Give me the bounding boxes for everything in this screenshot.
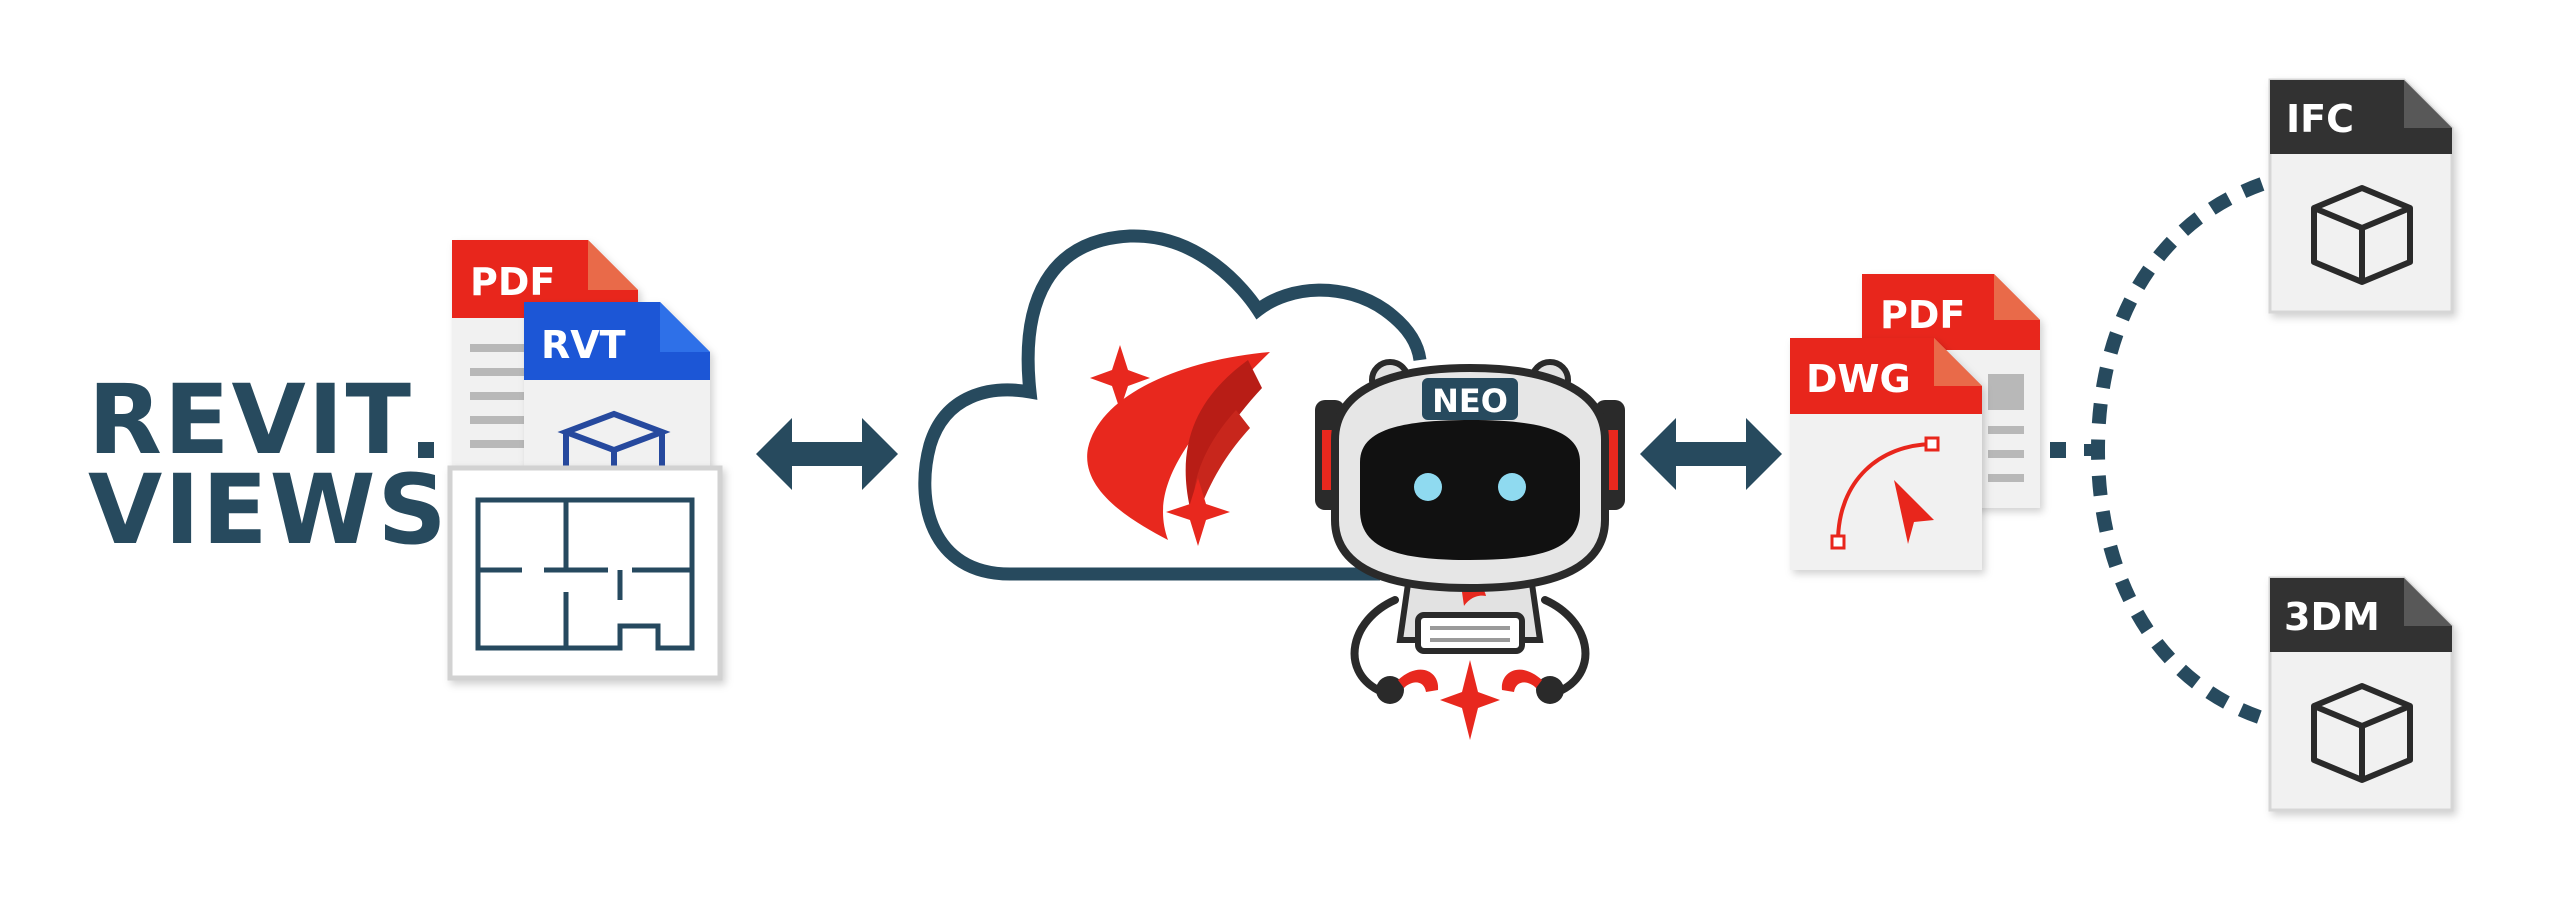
dwg-file-icon (1790, 338, 1982, 570)
neo-robot-icon (1315, 359, 1625, 740)
rvt-file-icon (524, 302, 710, 500)
heading-line-1: REVIT (88, 364, 413, 476)
double-arrow-left-icon (756, 418, 898, 490)
pdf-input-label: PDF (470, 260, 555, 304)
ifc-file-icon (2268, 78, 2454, 314)
dotted-arc (2090, 177, 2265, 725)
double-arrow-right-icon (1640, 418, 1782, 490)
neo-badge-label: NEO (1432, 382, 1508, 420)
dwg-label: DWG (1806, 357, 1911, 401)
cloud-icon (918, 229, 1427, 581)
connector-dot-right (2084, 444, 2092, 456)
connector-dash-right (2050, 442, 2066, 458)
connector-dash-left (418, 442, 434, 458)
3dm-label: 3DM (2284, 595, 2380, 639)
box-icon (2311, 185, 2413, 285)
bezier-pen-icon (1830, 436, 1940, 550)
ifc-label: IFC (2286, 97, 2354, 141)
3dm-file-icon (2268, 576, 2454, 812)
box-icon (2311, 683, 2413, 783)
floor-plan-sheet (447, 465, 723, 681)
rvt-label: RVT (541, 323, 626, 367)
pdf-output-label: PDF (1880, 293, 1965, 337)
brand-logo-icon (1087, 345, 1270, 546)
heading-line-2: VIEWS (88, 454, 449, 566)
